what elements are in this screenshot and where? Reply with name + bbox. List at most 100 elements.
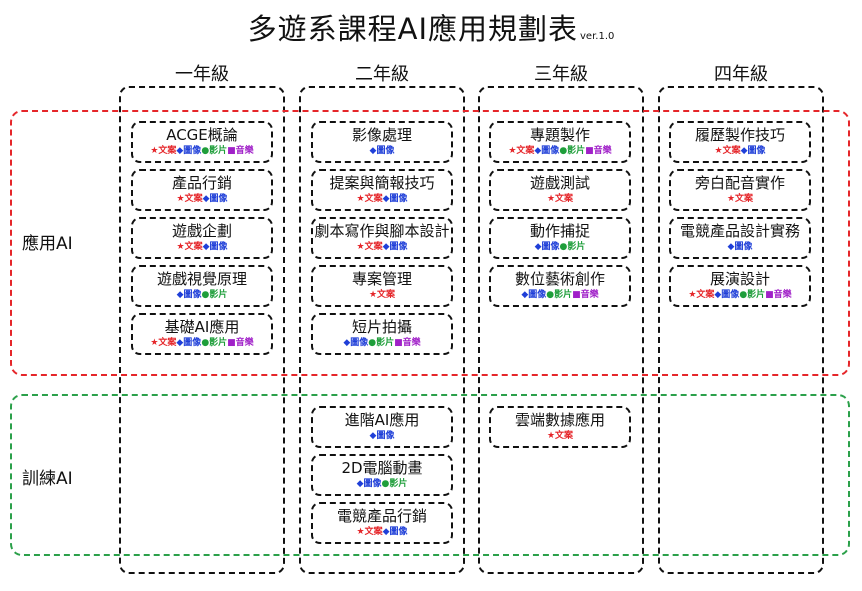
tag-text: ★文案 xyxy=(356,242,383,252)
tag-image: ◆圖像 xyxy=(727,242,753,252)
tag-video: ●影片 xyxy=(368,338,395,348)
course-name: 雲端數據應用 xyxy=(514,411,605,429)
tag-text: ★文案 xyxy=(508,146,535,156)
tag-image: ◆圖像 xyxy=(534,146,560,156)
course-tags: ◆圖像 xyxy=(313,430,451,442)
tag-video: ●影片 xyxy=(546,290,573,300)
tag-video: ●影片 xyxy=(201,290,228,300)
course-name: 展演設計 xyxy=(709,270,770,288)
course-tags: ★文案◆圖像 xyxy=(313,241,451,253)
version-label: ver.1.0 xyxy=(580,31,615,42)
course-name: 影像處理 xyxy=(351,126,412,144)
grade-header-4: 四年級 xyxy=(714,64,768,85)
region-apply-ai xyxy=(10,110,850,376)
tag-video: ●影片 xyxy=(559,146,586,156)
course-tags: ★文案◆圖像 xyxy=(313,526,451,538)
course-name: 2D電腦動畫 xyxy=(341,459,423,477)
course-card: 履歷製作技巧★文案◆圖像 xyxy=(669,121,811,163)
course-tags: ◆圖像●影片 xyxy=(491,241,629,253)
tag-video: ●影片 xyxy=(739,290,766,300)
grade-header-3: 三年級 xyxy=(534,64,588,85)
tag-text: ★文案 xyxy=(368,290,396,300)
grade-column-4 xyxy=(658,86,824,574)
course-tags: ◆圖像●影片 xyxy=(313,478,451,490)
tag-image: ◆圖像 xyxy=(382,194,408,204)
tag-video: ●影片 xyxy=(201,338,228,348)
course-card: 基礎AI應用★文案◆圖像●影片■音樂 xyxy=(131,313,273,355)
tag-video: ●影片 xyxy=(381,479,408,489)
tag-text: ★文案 xyxy=(726,194,754,204)
course-name: 短片拍攝 xyxy=(351,318,412,336)
grade-header-2: 二年級 xyxy=(355,64,409,85)
tag-image: ◆圖像 xyxy=(202,194,228,204)
course-card: 展演設計★文案◆圖像●影片■音樂 xyxy=(669,265,811,307)
tag-image: ◆圖像 xyxy=(740,146,766,156)
course-name: 基礎AI應用 xyxy=(164,318,240,336)
tag-video: ●影片 xyxy=(201,146,228,156)
course-tags: ◆圖像●影片 xyxy=(133,289,271,301)
course-name: 遊戲企劃 xyxy=(171,222,232,240)
course-card: 劇本寫作與腳本設計★文案◆圖像 xyxy=(311,217,453,259)
course-name: 旁白配音實作 xyxy=(694,174,785,192)
course-name: 專題製作 xyxy=(529,126,590,144)
course-card: 遊戲視覺原理◆圖像●影片 xyxy=(131,265,273,307)
course-name: 遊戲測試 xyxy=(529,174,590,192)
course-name: 進階AI應用 xyxy=(344,411,420,429)
course-tags: ◆圖像●影片■音樂 xyxy=(491,289,629,301)
course-tags: ◆圖像●影片■音樂 xyxy=(313,337,451,349)
tag-image: ◆圖像 xyxy=(343,338,369,348)
tag-image: ◆圖像 xyxy=(382,242,408,252)
course-name: 產品行銷 xyxy=(171,174,232,192)
tag-image: ◆圖像 xyxy=(176,338,202,348)
tag-music: ■音樂 xyxy=(585,146,612,156)
tag-image: ◆圖像 xyxy=(356,479,382,489)
course-card: 電競產品設計實務 ◆圖像 xyxy=(669,217,811,259)
course-tags: ★文案◆圖像 xyxy=(313,193,451,205)
tag-text: ★文案 xyxy=(150,338,177,348)
region-train-ai xyxy=(10,394,850,556)
course-tags: ★文案◆圖像●影片■音樂 xyxy=(491,145,629,157)
course-tags: ★文案 xyxy=(491,430,629,442)
course-tags: ★文案 xyxy=(491,193,629,205)
tag-image: ◆圖像 xyxy=(521,290,547,300)
tag-image: ◆圖像 xyxy=(534,242,560,252)
course-card: 短片拍攝◆圖像●影片■音樂 xyxy=(311,313,453,355)
course-name: 劇本寫作與腳本設計 xyxy=(314,222,450,240)
course-card: 電競產品行銷★文案◆圖像 xyxy=(311,502,453,544)
tag-image: ◆圖像 xyxy=(714,290,740,300)
course-card: 專題製作★文案◆圖像●影片■音樂 xyxy=(489,121,631,163)
grade-column-3 xyxy=(478,86,644,574)
course-tags: ★文案◆圖像 xyxy=(133,193,271,205)
tag-text: ★文案 xyxy=(176,242,203,252)
tag-text: ★文案 xyxy=(356,527,383,537)
course-name: 提案與簡報技巧 xyxy=(329,174,435,192)
course-name: ACGE概論 xyxy=(166,126,238,144)
course-tags: ★文案◆圖像●影片■音樂 xyxy=(133,337,271,349)
tag-text: ★文案 xyxy=(176,194,203,204)
course-tags: ★文案◆圖像●影片■音樂 xyxy=(133,145,271,157)
tag-music: ■音樂 xyxy=(394,338,421,348)
course-card: 遊戲企劃★文案◆圖像 xyxy=(131,217,273,259)
course-card: 進階AI應用 ◆圖像 xyxy=(311,406,453,448)
tag-image: ◆圖像 xyxy=(382,527,408,537)
course-name: 電競產品設計實務 xyxy=(679,222,800,240)
tag-music: ■音樂 xyxy=(227,338,254,348)
course-card: 動作捕捉◆圖像●影片 xyxy=(489,217,631,259)
tag-image: ◆圖像 xyxy=(176,290,202,300)
course-card: 旁白配音實作 ★文案 xyxy=(669,169,811,211)
tag-text: ★文案 xyxy=(150,146,177,156)
grade-column-1 xyxy=(119,86,285,574)
course-name: 電競產品行銷 xyxy=(336,507,427,525)
course-card: 2D電腦動畫◆圖像●影片 xyxy=(311,454,453,496)
tag-text: ★文案 xyxy=(546,194,574,204)
region-label-train: 訓練AI xyxy=(22,469,73,489)
course-card: 影像處理◆圖像 xyxy=(311,121,453,163)
tag-music: ■音樂 xyxy=(572,290,599,300)
tag-image: ◆圖像 xyxy=(369,431,395,441)
course-name: 遊戲視覺原理 xyxy=(156,270,247,288)
course-card: 遊戲測試 ★文案 xyxy=(489,169,631,211)
course-card: 數位藝術創作◆圖像●影片■音樂 xyxy=(489,265,631,307)
tag-music: ■音樂 xyxy=(227,146,254,156)
course-card: 專案管理★文案 xyxy=(311,265,453,307)
